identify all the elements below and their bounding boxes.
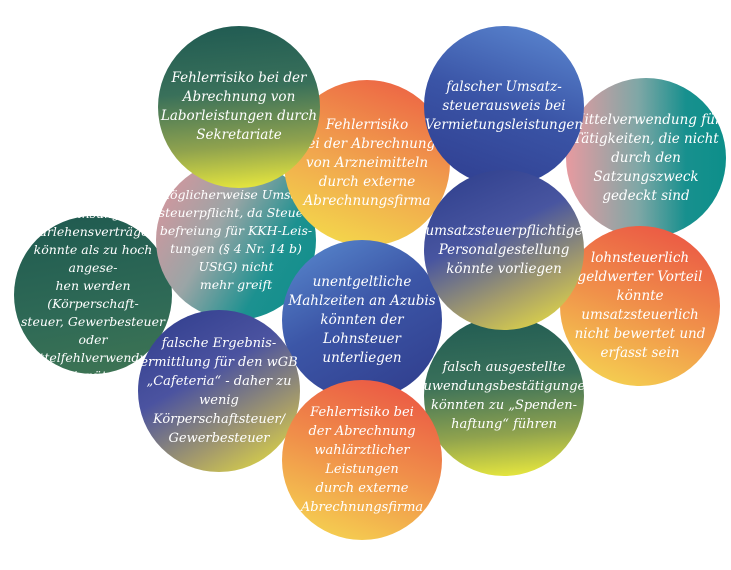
- bubble-mittelverwendung-text: Mittelverwendung für Tätigkeiten, die ni…: [570, 111, 722, 204]
- bubble-personalgestellung: umsatzsteuerpflichtige Personalgestellun…: [424, 170, 584, 330]
- bubble-zuwendung: falsch ausgestellte Zuwendungsbestätigun…: [414, 316, 594, 476]
- bubble-wahlaerztlich-text: Fehlerrisiko bei der Abrechnung wahlärzt…: [300, 405, 424, 515]
- bubble-mittelverwendung: Mittelverwendung für Tätigkeiten, die ni…: [566, 78, 726, 238]
- bubble-mahlzeiten: unentgeltliche Mahlzeiten an Azubis könn…: [282, 240, 442, 400]
- bubble-wahlaerztlich: Fehlerrisiko bei der Abrechnung wahlärzt…: [282, 380, 442, 540]
- bubble-lohnsteuerlich: lohnsteuerlich geldwerter Vorteil könnte…: [560, 226, 720, 386]
- bubble-umsatzsteuerausweis: falscher Umsatz- steuerausweis bei Vermi…: [424, 26, 584, 186]
- bubble-personalgestellung-text: umsatzsteuerpflichtige Personalgestellun…: [425, 222, 583, 277]
- bubble-zuwendung-text: falsch ausgestellte Zuwendungsbestätigun…: [414, 360, 594, 432]
- bubble-verzinsung: Verzinsung in Darlehensverträgen könnte …: [14, 206, 172, 383]
- bubble-lohnsteuerlich-text: lohnsteuerlich geldwerter Vorteil könnte…: [574, 250, 706, 361]
- bubble-labor: Fehlerrisiko bei der Abrechnung von Labo…: [158, 26, 320, 188]
- bubble-umsatzsteuerausweis-text: falscher Umsatz- steuerausweis bei Vermi…: [424, 78, 584, 133]
- bubble-umsatzsteuerpflicht-text: möglicherweise Umsatz- steuerpflicht, da…: [158, 187, 314, 292]
- bubble-arzneimittel-text: Fehlerrisiko bei der Abrechnung von Arzn…: [299, 116, 436, 209]
- bubble-labor-text: Fehlerrisiko bei der Abrechnung von Labo…: [160, 70, 318, 143]
- bubble-mahlzeiten-text: unentgeltliche Mahlzeiten an Azubis könn…: [288, 273, 436, 366]
- bubble-verzinsung-text: Verzinsung in Darlehensverträgen könnte …: [21, 206, 165, 383]
- bubble-ergebnisermittlung: falsche Ergebnis- ermittlung für den wGB…: [138, 310, 300, 472]
- bubble-ergebnisermittlung-text: falsche Ergebnis- ermittlung für den wGB…: [140, 336, 298, 446]
